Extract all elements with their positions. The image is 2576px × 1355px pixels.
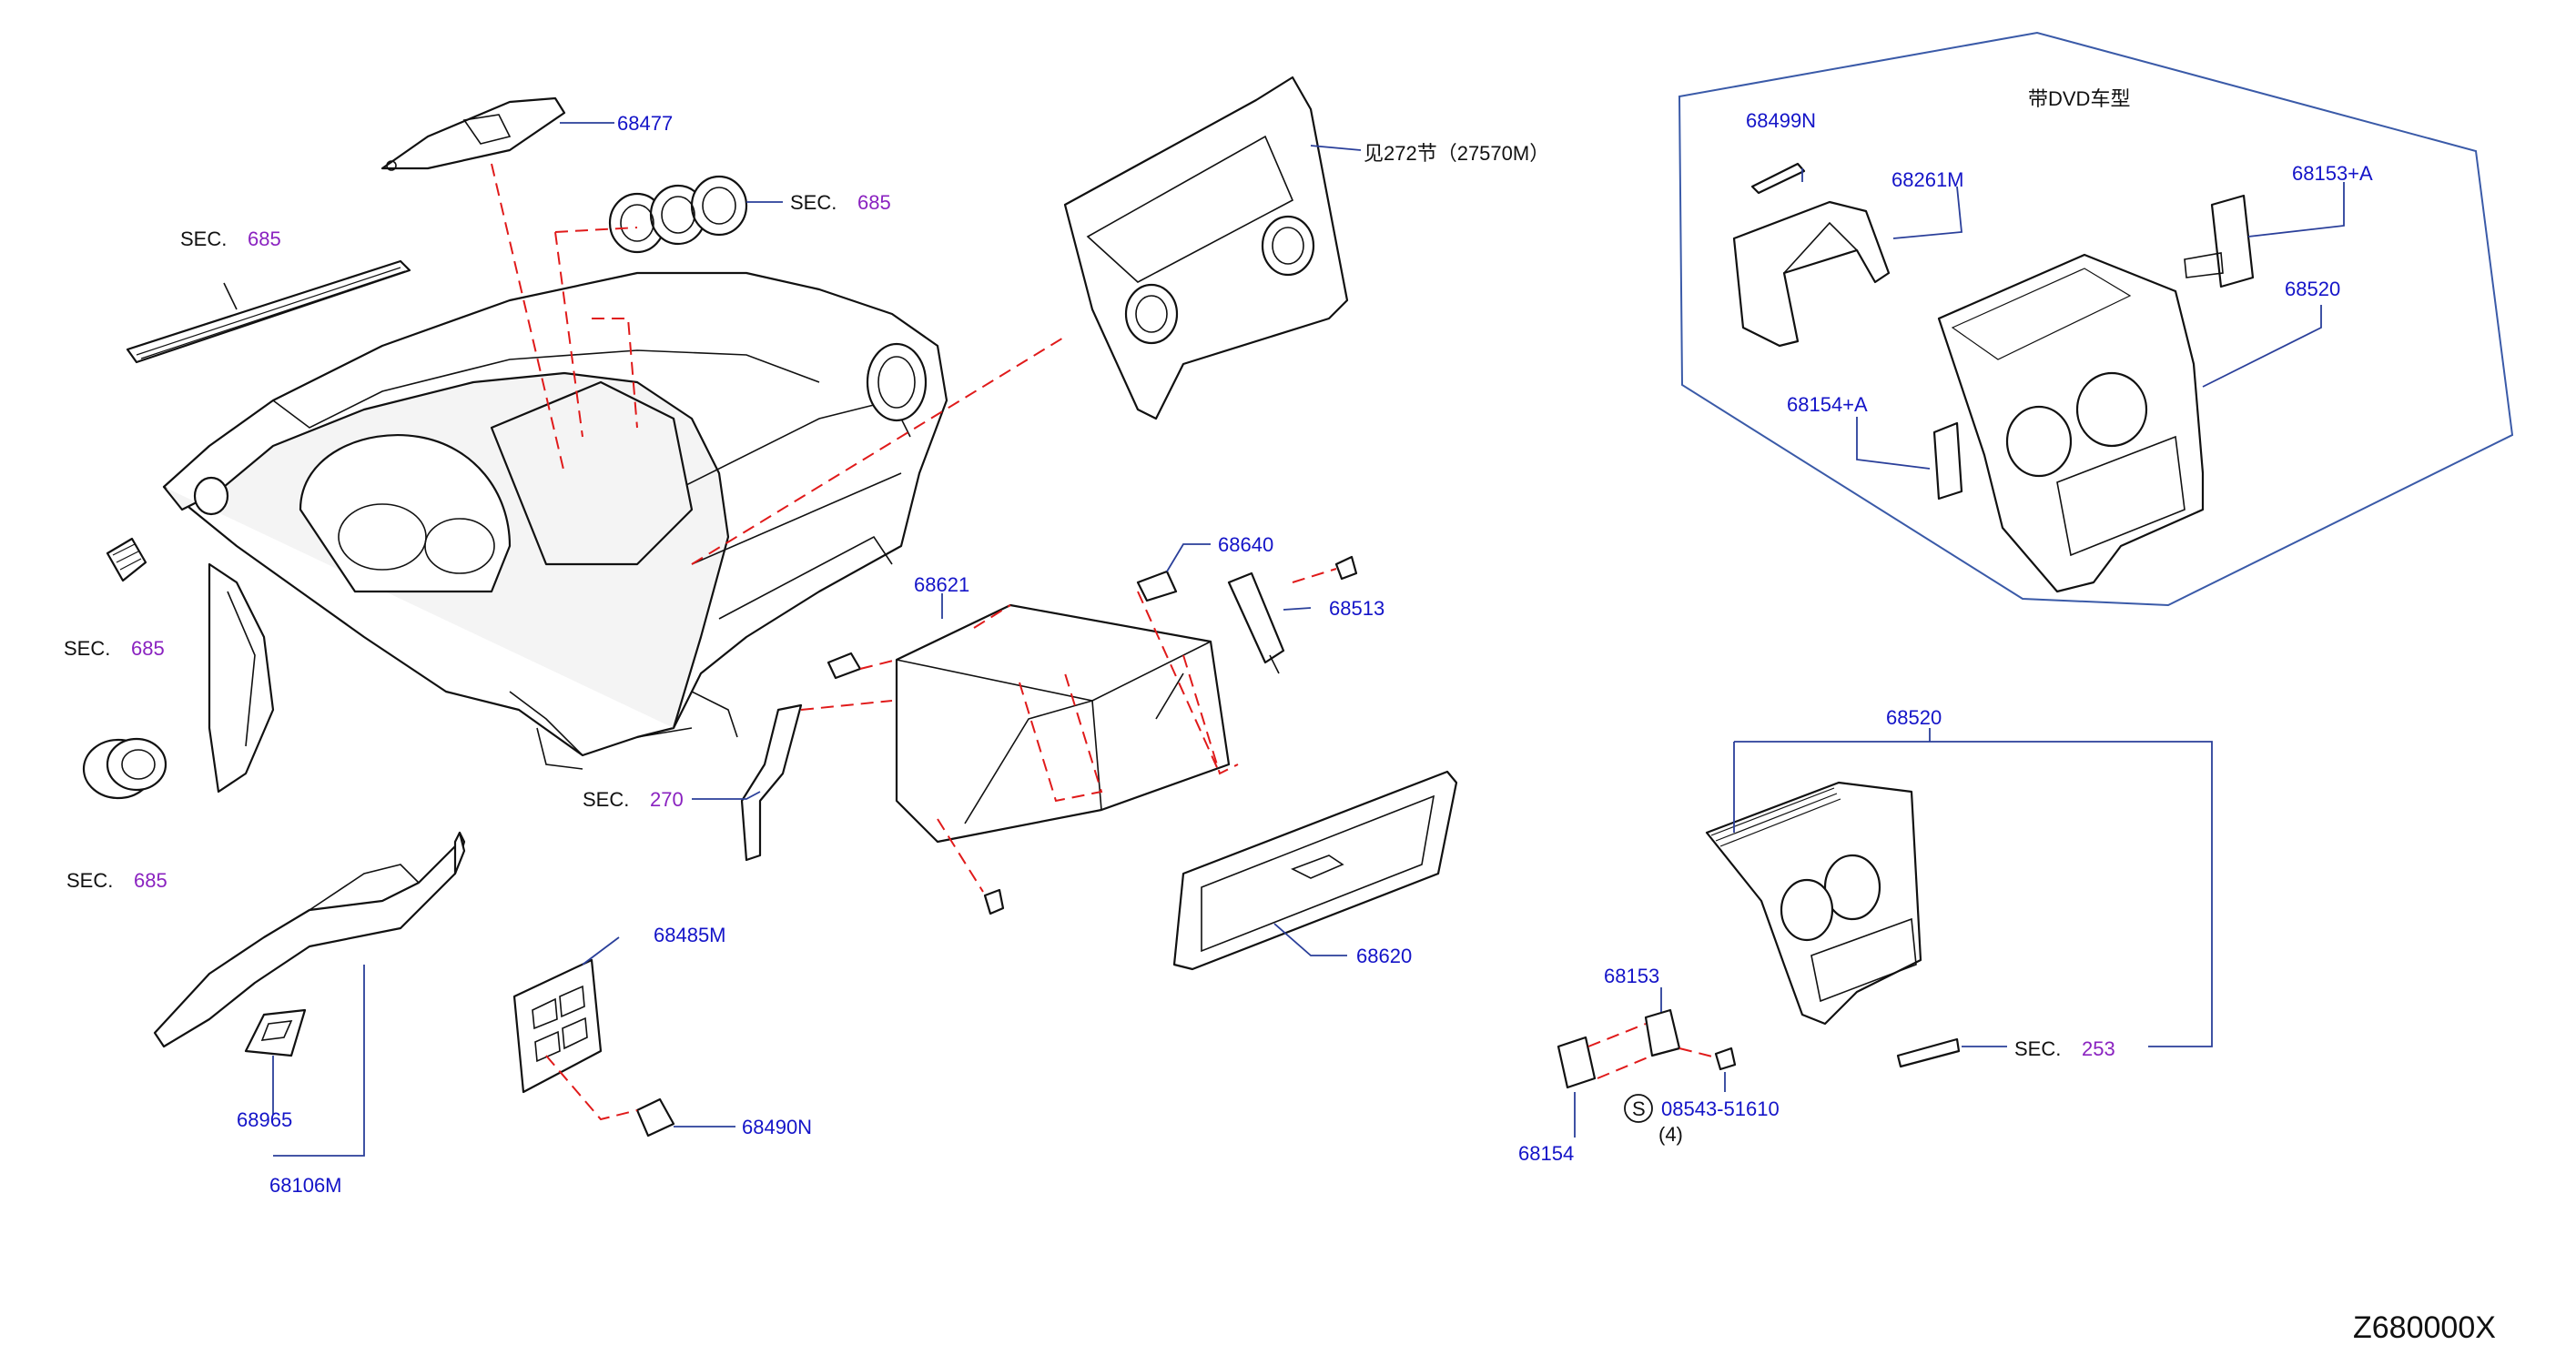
screw-quantity: (4) xyxy=(1658,1123,1683,1146)
leader-lines xyxy=(272,122,2345,1157)
defroster-grille xyxy=(126,259,411,364)
label-68154A: 68154+A xyxy=(1787,393,1868,416)
sec-label-685-center: SEC. xyxy=(790,191,837,214)
assembly-dashed-lines xyxy=(491,163,1717,1121)
part-68640-striker xyxy=(1136,570,1178,602)
sec-label-685-lower: SEC. xyxy=(66,869,113,892)
part-68965-cover xyxy=(244,1008,307,1057)
sec-num-685-left: 685 xyxy=(131,637,165,660)
part-68261M-bezel xyxy=(1732,200,1891,348)
sec-label-270: SEC. xyxy=(583,788,629,811)
side-vent-square xyxy=(106,537,147,582)
dvd-variant-label: 带DVD车型 xyxy=(2028,87,2130,110)
label-68154: 68154 xyxy=(1518,1142,1574,1165)
sec-num-685-lower: 685 xyxy=(134,869,167,892)
label-68621: 68621 xyxy=(914,573,969,596)
label-68620: 68620 xyxy=(1356,945,1412,967)
part-68520-cluster xyxy=(1705,781,1922,1026)
part-68106M-lower-panel xyxy=(153,831,466,1048)
part-68490N-switch xyxy=(635,1097,675,1138)
part-68153A-bracket xyxy=(2184,194,2255,288)
sec-label-253: SEC. xyxy=(2014,1037,2061,1060)
part-68499N-trim xyxy=(1750,162,1806,195)
instrument-panel-assembly xyxy=(162,271,948,794)
sec-num-685-top: 685 xyxy=(248,228,281,250)
drawing-code: Z680000X xyxy=(2353,1310,2496,1345)
part-68485M-switch-panel xyxy=(512,958,603,1094)
part-68621-glovebox-housing xyxy=(895,603,1231,844)
label-68153A: 68153+A xyxy=(2292,162,2373,185)
part-68477-cover xyxy=(380,96,566,171)
part-68620-glovebox-lid xyxy=(1172,770,1458,971)
damper-screw xyxy=(1334,555,1358,581)
ref-note-27570M: 见272节（27570M） xyxy=(1364,142,1549,165)
glovebox-bolt xyxy=(983,888,1005,915)
screw-symbol-circle xyxy=(1624,1094,1653,1123)
part-68154A-bracket xyxy=(1932,421,1963,501)
dvd-variant-frame xyxy=(1678,31,2514,607)
part-68513-damper xyxy=(1227,571,1285,674)
glovebox-lamp-clip xyxy=(827,652,862,680)
label-68490N: 68490N xyxy=(742,1116,812,1138)
round-vent-lower-left xyxy=(82,737,167,800)
sec-label-685-top: SEC. xyxy=(180,228,227,250)
label-68520: 68520 xyxy=(1886,706,1942,729)
sec-label-685-left: SEC. xyxy=(64,637,110,660)
center-vent-pair xyxy=(608,175,748,254)
label-68106M: 68106M xyxy=(269,1174,342,1197)
label-68499N: 68499N xyxy=(1746,109,1816,132)
sec-num-270: 270 xyxy=(650,788,684,811)
label-68485M: 68485M xyxy=(654,924,726,946)
connector-sec-253 xyxy=(1896,1037,1961,1068)
part-68154-bracket xyxy=(1557,1036,1597,1089)
screw-symbol: S xyxy=(1632,1097,1646,1120)
label-68520-dvd: 68520 xyxy=(2285,278,2340,300)
part-68153-bracket xyxy=(1644,1008,1681,1057)
label-68965: 68965 xyxy=(237,1108,292,1131)
sec-num-685-center: 685 xyxy=(857,191,891,214)
label-68153: 68153 xyxy=(1604,965,1659,987)
labels: SEC. 685 68477 SEC. 685 见272节（27570M） SE… xyxy=(64,87,2496,1345)
duct-sec-270 xyxy=(740,703,803,862)
center-cluster-lid xyxy=(1063,76,1349,420)
label-screw-08543: 08543-51610 xyxy=(1661,1097,1780,1120)
label-68477: 68477 xyxy=(617,112,673,135)
label-68513: 68513 xyxy=(1329,597,1384,620)
label-68640: 68640 xyxy=(1218,533,1273,556)
label-68261M: 68261M xyxy=(1891,168,1964,191)
screw-08543 xyxy=(1714,1047,1737,1071)
part-68520-dvd-cluster xyxy=(1937,253,2205,593)
sec-num-253: 253 xyxy=(2082,1037,2115,1060)
